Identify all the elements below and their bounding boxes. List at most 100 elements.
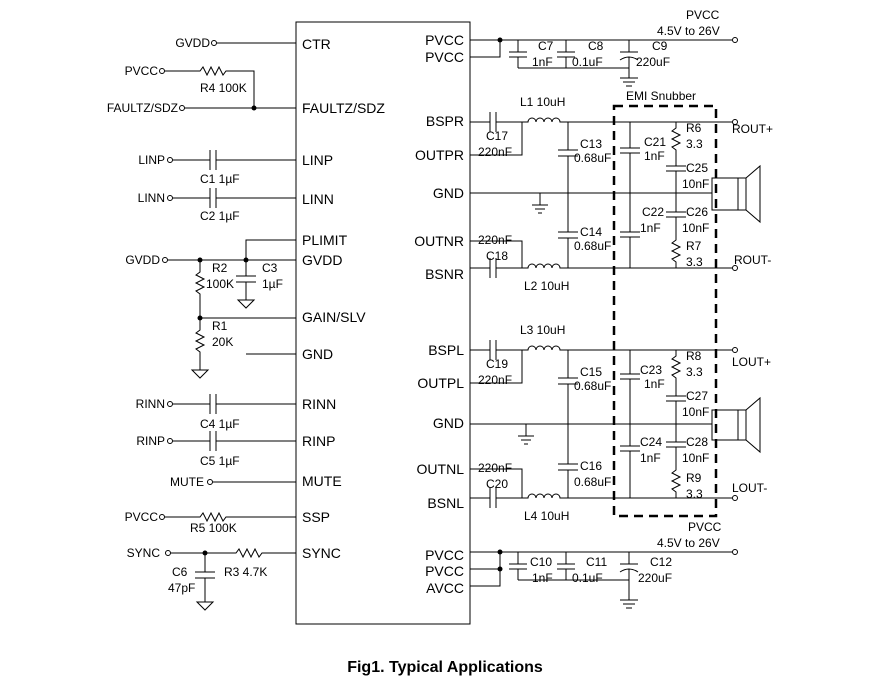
supply-top-name: PVCC: [686, 8, 720, 22]
terminal-rout-plus: [732, 119, 738, 125]
label-r1-ref: R1: [212, 319, 228, 333]
label-c9-ref: C9: [652, 39, 668, 53]
terminal-rinp: [167, 438, 173, 444]
label-c3-val: 1µF: [262, 277, 283, 291]
pin-ssp: SSP: [302, 509, 330, 525]
pin-pvcc-2: PVCC: [425, 49, 464, 65]
snubber-right: [666, 122, 686, 268]
terminal-pvcc-r5: [159, 514, 165, 520]
junction: [497, 566, 503, 572]
label-c10-ref: C10: [530, 555, 552, 569]
label-c12-val: 220uF: [638, 571, 672, 585]
gnd-right: [470, 192, 712, 214]
label-c24-val: 1nF: [640, 451, 661, 465]
capacitor-c2: [173, 188, 296, 208]
label-c27-ref: C27: [686, 389, 708, 403]
label-r8-ref: R8: [686, 349, 702, 363]
emi-snubber-label: EMI Snubber: [626, 89, 696, 103]
resistor-r1: [190, 318, 210, 379]
pin-outnr: OUTNR: [414, 233, 464, 249]
net-sync: SYNC: [127, 546, 161, 560]
label-c7-ref: C7: [538, 39, 554, 53]
wire-plimit: [245, 239, 296, 260]
caps-c13-c14: [558, 122, 578, 268]
net-rinn: RINN: [136, 397, 165, 411]
label-c12-ref: C12: [650, 555, 672, 569]
label-c23-val: 1nF: [644, 377, 665, 391]
figure-caption: Fig1. Typical Applications: [347, 659, 543, 676]
pin-rinn: RINN: [302, 396, 336, 412]
label-c24-ref: C24: [640, 435, 662, 449]
net-gvdd-mid: GVDD: [125, 253, 160, 267]
resistor-r3: [171, 547, 296, 559]
caps-c21-c22: [620, 122, 640, 268]
label-c17-ref: C17: [486, 129, 508, 143]
label-r2-val: 100K: [206, 277, 234, 291]
pin-outpr: OUTPR: [415, 147, 464, 163]
label-c26-ref: C26: [686, 205, 708, 219]
label-c20-val: 220nF: [478, 461, 512, 475]
label-l1: L1 10uH: [520, 95, 565, 109]
net-pvcc-r4: PVCC: [125, 64, 159, 78]
net-mute: MUTE: [170, 475, 204, 489]
speaker-right: [711, 164, 761, 224]
capacitor-c5: [173, 431, 296, 451]
label-r4: R4 100K: [200, 81, 247, 95]
terminal-lout-plus: [732, 347, 738, 353]
pin-gnd-l: GND: [433, 415, 464, 431]
net-pvcc-r5: PVCC: [125, 510, 159, 524]
terminal-linn: [167, 195, 173, 201]
label-c18-val: 220nF: [478, 233, 512, 247]
label-c15-ref: C15: [580, 365, 602, 379]
terminal-gvdd-top: [211, 40, 217, 46]
label-c16-val: 0.68uF: [574, 475, 611, 489]
label-l2: L2 10uH: [524, 279, 569, 293]
terminal-gvdd-mid: [162, 257, 168, 263]
label-c10-val: 1nF: [532, 571, 553, 585]
output-rout-minus: ROUT-: [734, 253, 771, 267]
label-r7-val: 3.3: [686, 255, 703, 269]
pin-gnd-left: GND: [302, 346, 333, 362]
resistor-r5: [165, 511, 296, 523]
capacitor-c19: [470, 340, 523, 384]
label-c20-ref: C20: [486, 477, 508, 491]
pin-gain-slv: GAIN/SLV: [302, 309, 366, 325]
pin-gvdd: GVDD: [302, 252, 342, 268]
pin-bsnl: BSNL: [427, 495, 464, 511]
label-c27-val: 10nF: [682, 405, 709, 419]
label-r5: R5 100K: [190, 521, 237, 535]
gnd-left-channel: [470, 423, 712, 445]
label-c22-val: 1nF: [640, 221, 661, 235]
output-lout-minus: LOUT-: [732, 481, 767, 495]
terminal-rout-minus: [732, 265, 738, 271]
terminal-mute: [207, 479, 213, 485]
label-c21-val: 1nF: [644, 149, 665, 163]
pin-pvcc-1: PVCC: [425, 32, 464, 48]
caps-c10-c11-c12: [509, 552, 639, 609]
label-c25-ref: C25: [686, 161, 708, 175]
capacitor-c17: [470, 112, 523, 156]
terminal-pvcc-top: [732, 37, 738, 43]
label-c6-ref: C6: [172, 565, 188, 579]
pin-linp: LINP: [302, 152, 333, 168]
label-c13-val: 0.68uF: [574, 151, 611, 165]
ic-body: [295, 21, 471, 625]
label-c8-val: 0.1uF: [572, 55, 603, 69]
caps-c7-c8-c9: [509, 40, 639, 87]
label-c19-ref: C19: [486, 357, 508, 371]
capacitor-c1: [173, 150, 296, 170]
junction: [497, 37, 503, 43]
label-c15-val: 0.68uF: [574, 379, 611, 393]
net-faultz: FAULTZ/SDZ: [107, 101, 178, 115]
label-c2: C2 1µF: [200, 209, 240, 223]
pin-pvcc-4: PVCC: [425, 563, 464, 579]
resistor-r2: [194, 260, 206, 318]
junction: [497, 549, 503, 555]
wire-pvcc-top: [470, 39, 732, 58]
pin-mute: MUTE: [302, 473, 342, 489]
label-c17-val: 220nF: [478, 145, 512, 159]
label-c16-ref: C16: [580, 459, 602, 473]
label-c3-ref: C3: [262, 261, 278, 275]
emi-snubber-box: [612, 104, 718, 518]
